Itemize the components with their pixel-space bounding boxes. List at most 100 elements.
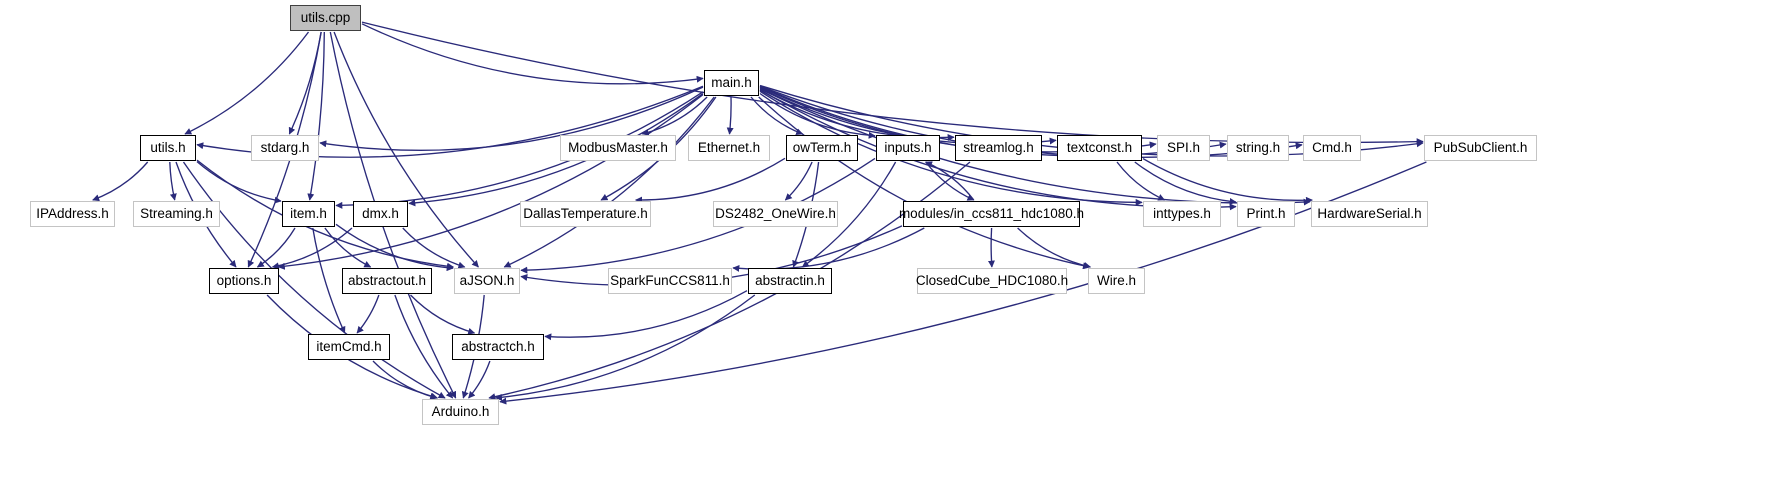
graph-node-utils-cpp[interactable]: utils.cpp	[290, 5, 361, 31]
graph-edge-utils-cpp-to-ajson-h	[333, 31, 479, 268]
graph-edge-in-ccs811-h-to-wire-h	[1017, 227, 1092, 270]
graph-node-stdarg-h[interactable]: stdarg.h	[251, 135, 319, 161]
graph-edge-utils-cpp-to-utils-h	[184, 31, 310, 135]
graph-edge-abstractout-h-to-abstractch-h	[410, 294, 476, 335]
graph-node-label: Cmd.h	[1312, 140, 1352, 156]
graph-edge-dmx-h-to-options-h	[271, 227, 353, 270]
graph-node-in-ccs811-h[interactable]: modules/in_ccs811_hdc1080.h	[899, 201, 1084, 227]
graph-node-sparkfunccs811-h[interactable]: SparkFunCCS811.h	[608, 268, 732, 294]
graph-edge-main-h-to-ajson-h	[503, 96, 715, 268]
graph-node-label: inttypes.h	[1153, 206, 1211, 222]
graph-node-owterm-h[interactable]: owTerm.h	[786, 135, 858, 161]
graph-node-label: IPAddress.h	[36, 206, 109, 222]
graph-node-label: utils.h	[150, 140, 186, 156]
graph-node-label: SPI.h	[1166, 140, 1201, 156]
graph-edge-item-h-to-ajson-h	[335, 223, 454, 272]
graph-node-label: string.h	[1235, 140, 1281, 156]
graph-node-closedcube-h[interactable]: ClosedCube_HDC1080.h	[915, 268, 1069, 294]
graph-edge-main-h-to-options-h	[277, 94, 704, 270]
graph-node-label: Arduino.h	[431, 404, 490, 420]
graph-edge-textconst-h-to-print-h	[1134, 161, 1237, 205]
graph-node-label: owTerm.h	[792, 140, 852, 156]
graph-node-label: aJSON.h	[459, 273, 515, 289]
graph-node-arduino-h[interactable]: Arduino.h	[422, 399, 499, 425]
graph-edge-utils-cpp-to-main-h	[361, 23, 704, 85]
graph-node-spi-h[interactable]: SPI.h	[1157, 135, 1210, 161]
graph-edge-main-h-to-streamlog-h	[759, 89, 955, 141]
graph-node-label: modules/in_ccs811_hdc1080.h	[898, 206, 1085, 222]
graph-node-label: abstractch.h	[461, 339, 535, 355]
graph-node-item-h[interactable]: item.h	[282, 201, 335, 227]
graph-node-wire-h[interactable]: Wire.h	[1088, 268, 1145, 294]
graph-node-streaming-h[interactable]: Streaming.h	[133, 201, 220, 227]
graph-node-print-h[interactable]: Print.h	[1237, 201, 1295, 227]
graph-edge-textconst-h-to-hardwareserial-h	[1142, 158, 1313, 204]
graph-node-label: PubSubClient.h	[1433, 140, 1528, 156]
graph-edge-item-h-to-itemcmd-h	[312, 227, 346, 334]
graph-node-pubsubclient-h[interactable]: PubSubClient.h	[1424, 135, 1537, 161]
graph-node-main-h[interactable]: main.h	[704, 70, 759, 96]
graph-node-label: Streaming.h	[140, 206, 213, 222]
graph-node-label: options.h	[216, 273, 272, 289]
graph-edge-abstractout-h-to-arduino-h	[394, 294, 454, 399]
graph-node-label: Wire.h	[1096, 273, 1136, 289]
graph-edge-abstractch-h-to-arduino-h	[468, 360, 491, 399]
graph-node-ds2482-onewire-h[interactable]: DS2482_OneWire.h	[713, 201, 838, 227]
graph-edge-itemcmd-h-to-arduino-h	[372, 360, 438, 400]
graph-node-ethernet-h[interactable]: Ethernet.h	[688, 135, 770, 161]
graph-node-itemcmd-h[interactable]: itemCmd.h	[308, 334, 390, 360]
graph-node-label: SparkFunCCS811.h	[610, 273, 730, 289]
graph-node-dallastemperature-h[interactable]: DallasTemperature.h	[520, 201, 651, 227]
graph-node-abstractout-h[interactable]: abstractout.h	[342, 268, 432, 294]
graph-node-abstractin-h[interactable]: abstractin.h	[748, 268, 832, 294]
graph-node-label: streamlog.h	[963, 140, 1034, 156]
graph-node-label: stdarg.h	[260, 140, 310, 156]
graph-node-ajson-h[interactable]: aJSON.h	[454, 268, 520, 294]
graph-node-label: abstractin.h	[755, 273, 825, 289]
graph-edge-in-ccs811-h-to-closedcube-h	[987, 227, 995, 268]
graph-node-label: Ethernet.h	[697, 140, 761, 156]
graph-node-utils-h[interactable]: utils.h	[140, 135, 196, 161]
graph-edge-abstractin-h-to-abstractch-h	[544, 290, 748, 341]
graph-edge-main-h-to-owterm-h	[750, 96, 804, 135]
graph-node-hardwareserial-h[interactable]: HardwareSerial.h	[1311, 201, 1428, 227]
graph-node-cmd-h[interactable]: Cmd.h	[1303, 135, 1361, 161]
graph-node-options-h[interactable]: options.h	[209, 268, 279, 294]
graph-node-textconst-h[interactable]: textconst.h	[1057, 135, 1142, 161]
graph-node-label: dmx.h	[362, 206, 399, 222]
graph-edge-owterm-h-to-dallastemperature-h	[634, 157, 786, 204]
graph-edge-utils-cpp-to-item-h	[307, 31, 325, 201]
graph-node-inttypes-h[interactable]: inttypes.h	[1143, 201, 1221, 227]
graph-edge-dmx-h-to-ajson-h	[402, 227, 466, 269]
graph-edge-owterm-h-to-ds2482-onewire-h	[784, 161, 813, 201]
graph-node-label: main.h	[711, 75, 752, 91]
graph-edge-main-h-to-inputs-h	[759, 92, 876, 139]
graph-edge-utils-h-to-streaming-h	[169, 161, 177, 201]
graph-node-ipaddress-h[interactable]: IPAddress.h	[30, 201, 115, 227]
graph-edge-in-ccs811-h-to-inputs-h	[925, 161, 975, 201]
graph-node-label: textconst.h	[1066, 140, 1133, 156]
graph-node-label: item.h	[290, 206, 327, 222]
graph-edge-in-ccs811-h-to-sparkfunccs811-h	[732, 227, 925, 272]
graph-edge-main-h-to-wire-h	[758, 96, 1090, 270]
graph-edge-textconst-h-to-inttypes-h	[1116, 161, 1166, 201]
graph-edge-abstractout-h-to-itemcmd-h	[356, 294, 380, 334]
graph-edge-utils-h-to-item-h	[196, 161, 282, 204]
graph-node-label: HardwareSerial.h	[1317, 206, 1422, 222]
graph-node-label: itemCmd.h	[316, 339, 382, 355]
graph-edge-item-h-to-abstractout-h	[324, 227, 372, 268]
graph-node-string-h[interactable]: string.h	[1227, 135, 1289, 161]
graph-node-modbusmaster-h[interactable]: ModbusMaster.h	[560, 135, 676, 161]
graph-node-label: inputs.h	[884, 140, 932, 156]
graph-node-label: abstractout.h	[347, 273, 427, 289]
graph-node-inputs-h[interactable]: inputs.h	[876, 135, 940, 161]
graph-edge-inputs-h-to-in-ccs811-h	[925, 161, 975, 201]
graph-node-label: ClosedCube_HDC1080.h	[915, 273, 1069, 289]
graph-edge-utils-cpp-to-pubsubclient-h	[361, 21, 1424, 146]
graph-node-abstractch-h[interactable]: abstractch.h	[452, 334, 544, 360]
graph-node-streamlog-h[interactable]: streamlog.h	[955, 135, 1042, 161]
graph-node-label: DS2482_OneWire.h	[715, 206, 836, 222]
graph-node-dmx-h[interactable]: dmx.h	[353, 201, 408, 227]
